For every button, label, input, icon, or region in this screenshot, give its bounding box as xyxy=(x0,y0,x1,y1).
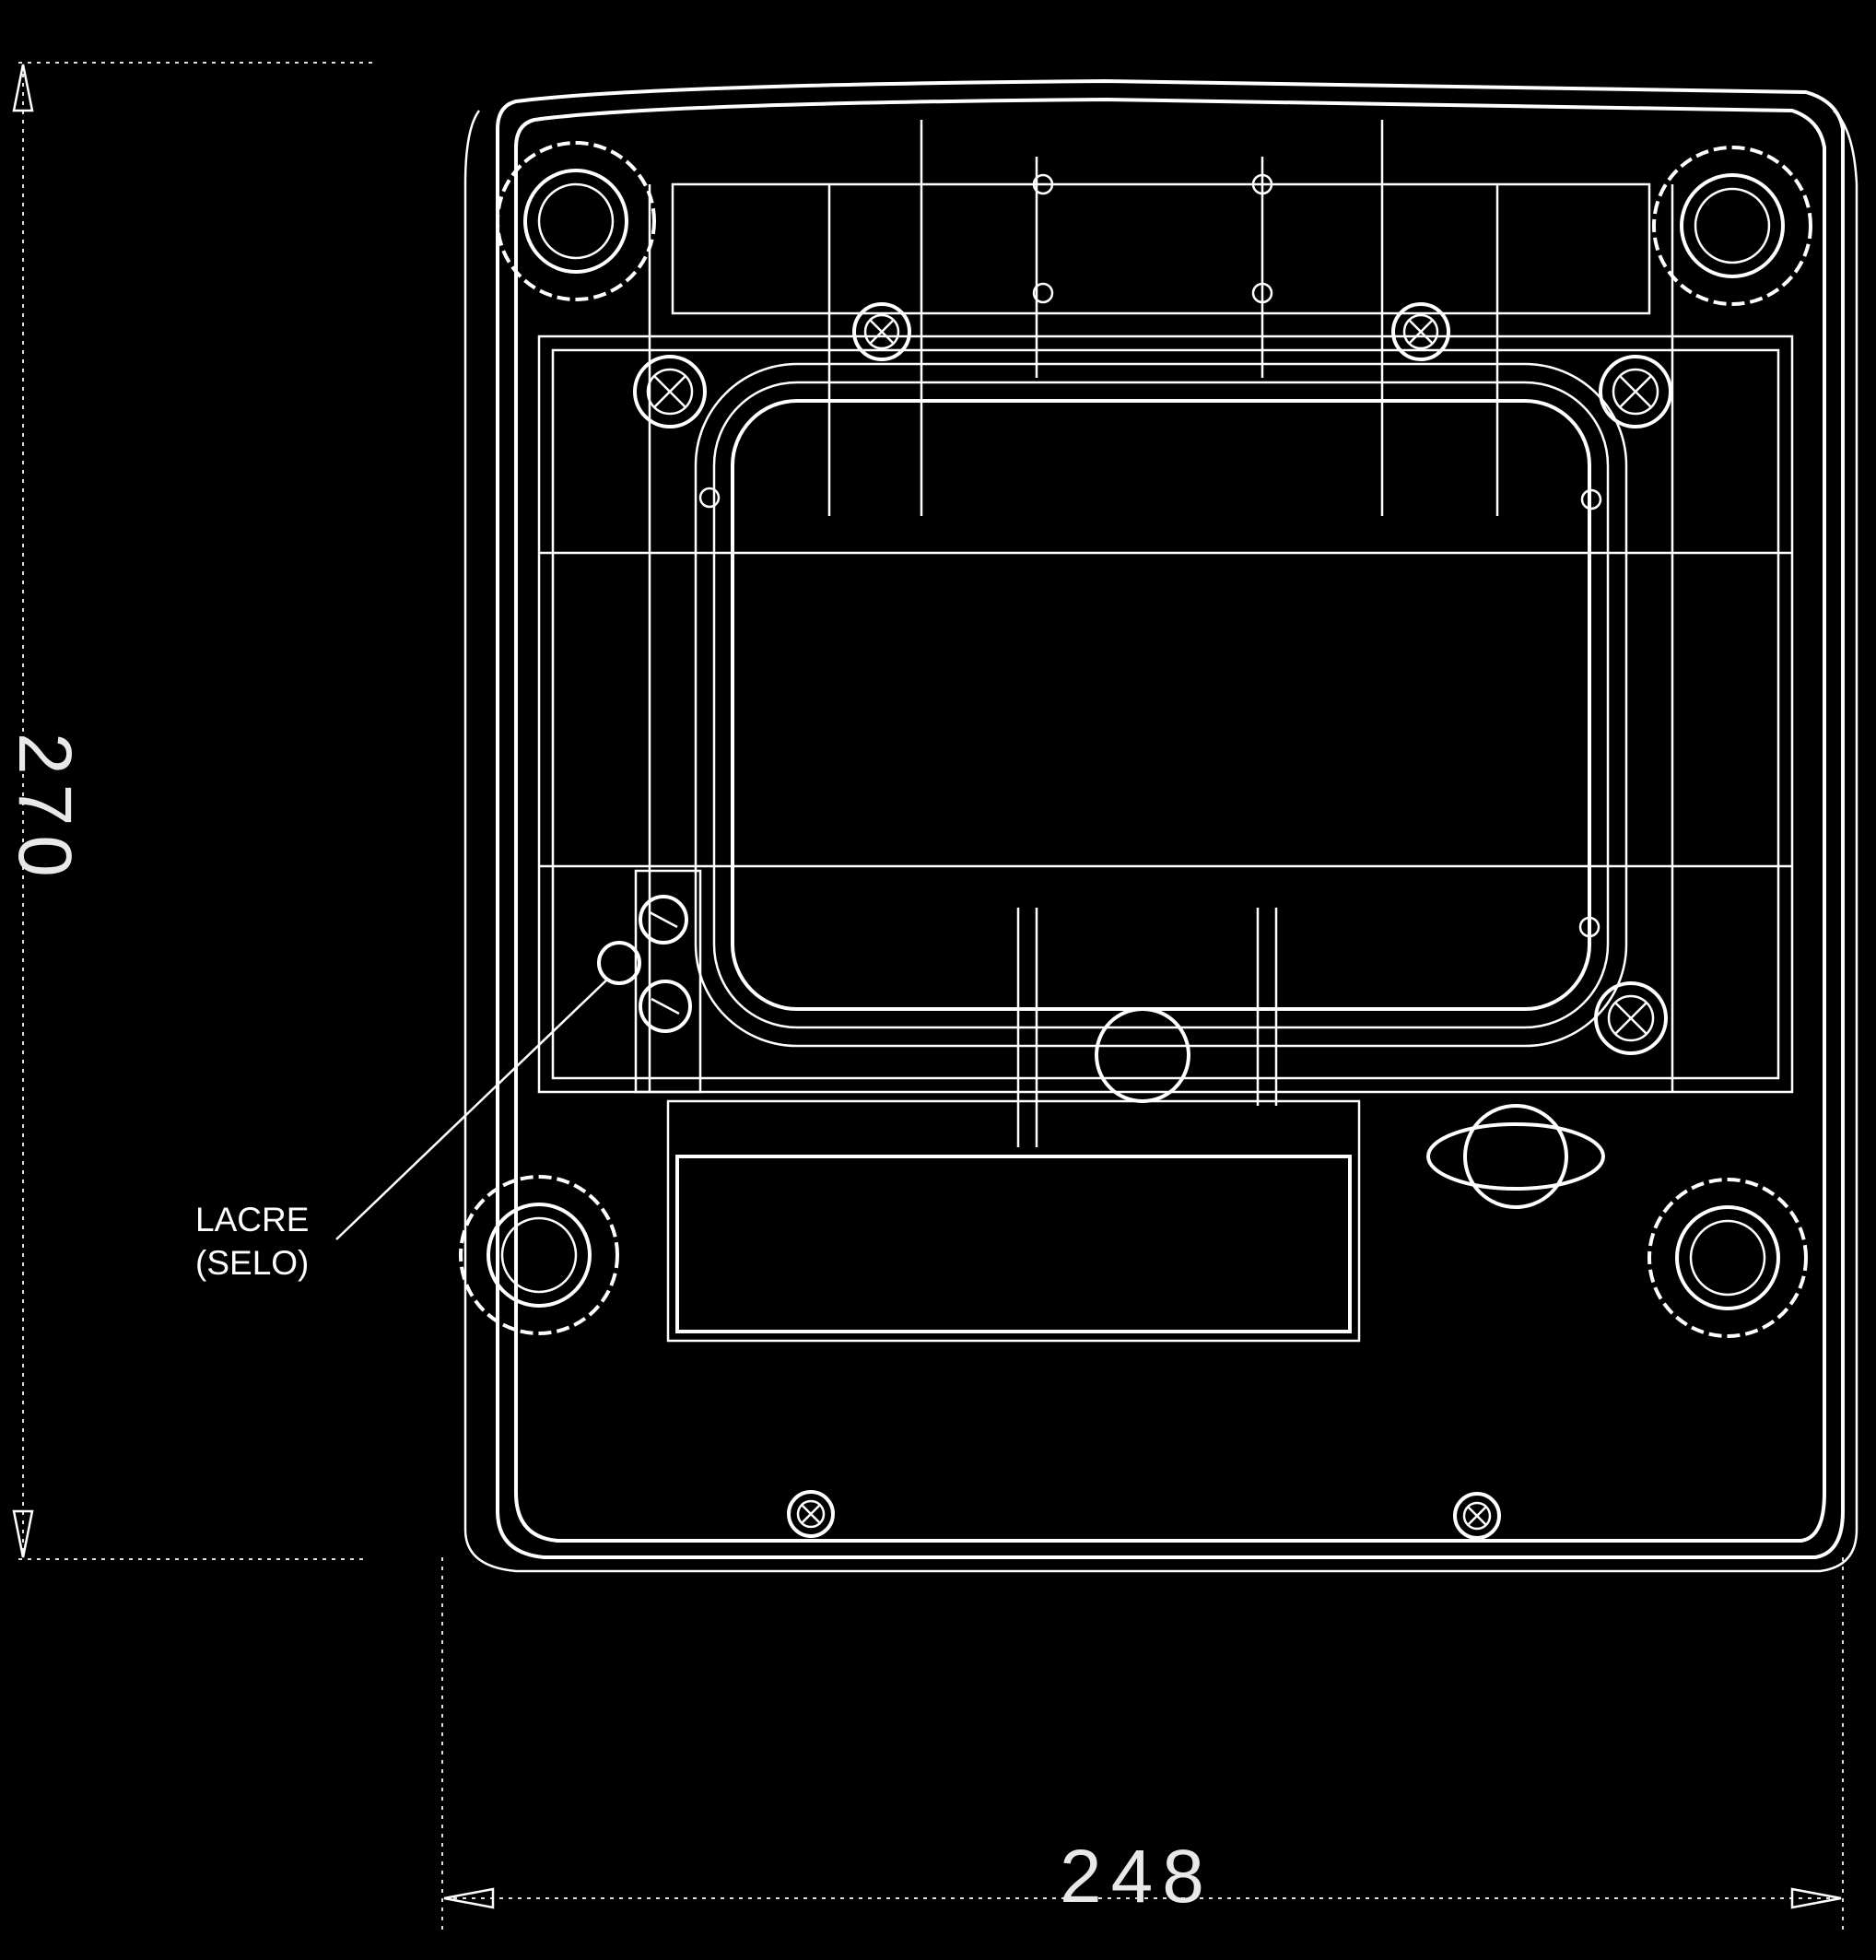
screw-icon xyxy=(1594,981,1668,1055)
screw-icon xyxy=(633,355,707,428)
battery-compartment xyxy=(666,908,1605,1343)
height-dimension xyxy=(12,62,378,1560)
width-dimension-value: 248 xyxy=(1060,1835,1214,1919)
seal-leader-line xyxy=(335,978,609,1240)
seal-point xyxy=(597,941,641,985)
seal-callout-line1: LACRE xyxy=(195,1201,310,1238)
width-dimension xyxy=(441,1557,1844,1931)
seal-screw-icon xyxy=(639,980,692,1033)
inner-frame xyxy=(537,120,1794,1094)
feet xyxy=(459,141,1812,1338)
width-arrow-right xyxy=(1790,1887,1842,1909)
height-dimension-value: 270 xyxy=(3,733,87,886)
foot-bottom-left xyxy=(459,1175,619,1335)
screw-icon xyxy=(1391,302,1450,361)
seal-callout-line2: (SELO) xyxy=(195,1244,310,1282)
housing-outline xyxy=(463,78,1858,1573)
foot-top-right xyxy=(1652,146,1812,306)
height-arrow-bottom xyxy=(12,1509,34,1558)
seal xyxy=(335,869,702,1240)
seal-screw-icon xyxy=(639,895,688,945)
height-arrow-top xyxy=(12,64,34,112)
foot-bottom-right xyxy=(1647,1178,1808,1338)
seal-callout-label: LACRE (SELO) xyxy=(195,1198,309,1285)
central-opening xyxy=(694,362,1628,1048)
screw-icon xyxy=(787,1490,835,1538)
screw-icon xyxy=(1453,1492,1501,1540)
screws xyxy=(633,173,1672,1540)
width-arrow-left xyxy=(443,1887,495,1909)
screw-icon xyxy=(1599,355,1672,428)
screw-icon xyxy=(852,302,911,361)
foot-top-left xyxy=(496,141,656,301)
